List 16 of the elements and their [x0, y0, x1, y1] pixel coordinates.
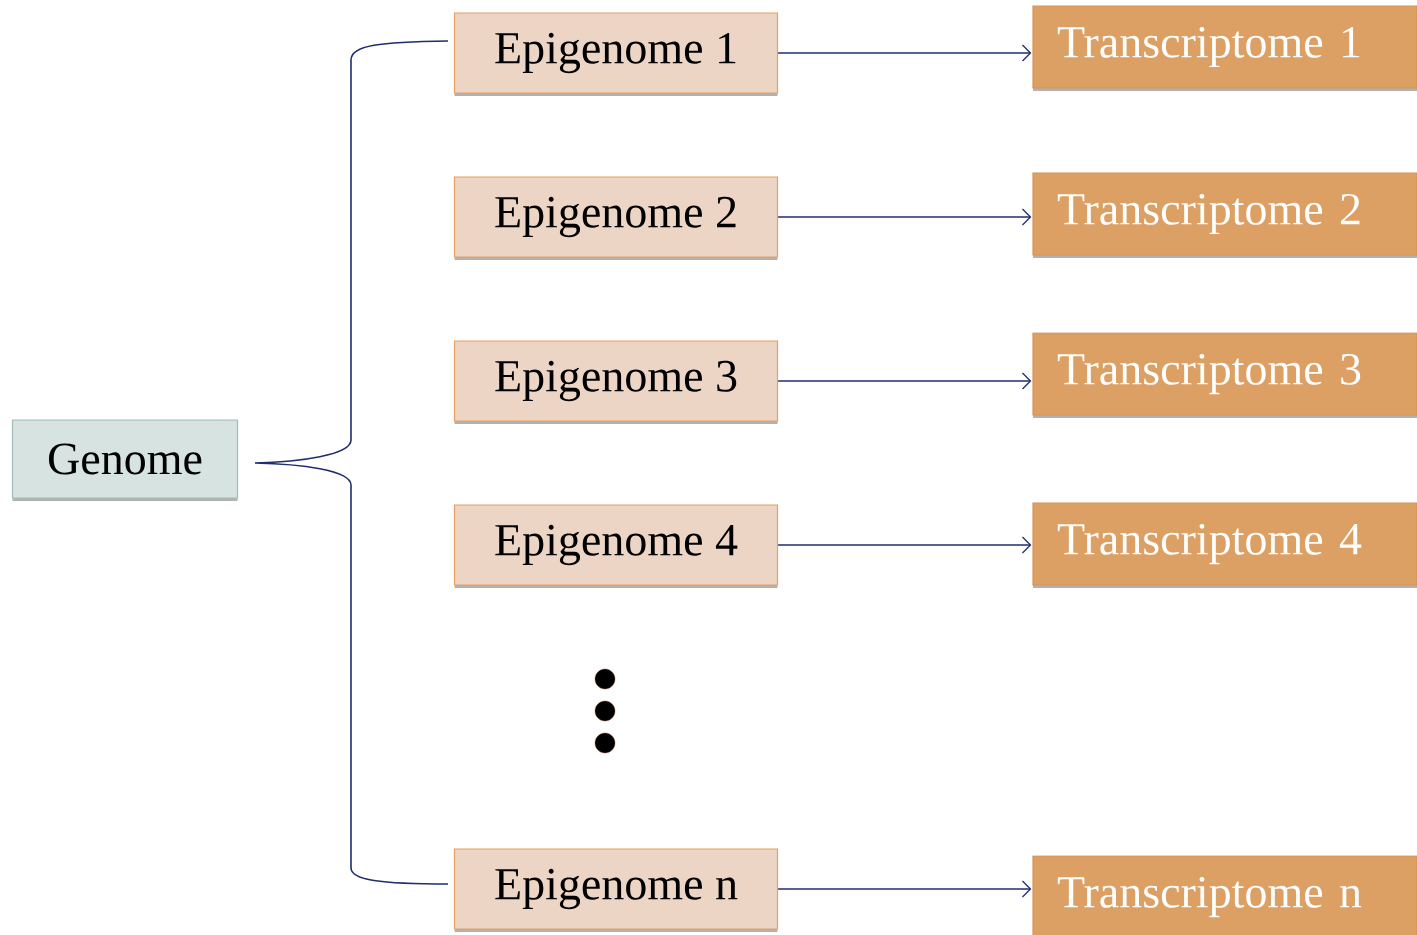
- epigenome-box: Epigenome 1: [453, 12, 779, 96]
- transcriptome-box: Transcriptome 3: [1032, 332, 1417, 418]
- transcriptome-box: Transcriptome 4: [1032, 502, 1417, 588]
- arrow: [777, 372, 1032, 390]
- genome-box: Genome: [11, 419, 239, 501]
- epigenome-box: Epigenome 3: [453, 340, 779, 424]
- epigenome-box: Epigenome n: [453, 848, 779, 932]
- transcriptome-box: Transcriptome n: [1032, 855, 1417, 935]
- arrow: [777, 208, 1032, 226]
- transcriptome-box: Transcriptome 2: [1032, 172, 1417, 258]
- transcriptome-box: Transcriptome 1: [1032, 5, 1417, 91]
- epigenome-box: Epigenome 4: [453, 504, 779, 588]
- arrow: [777, 44, 1032, 62]
- arrow: [777, 880, 1032, 898]
- epigenome-box: Epigenome 2: [453, 176, 779, 260]
- arrow: [777, 536, 1032, 554]
